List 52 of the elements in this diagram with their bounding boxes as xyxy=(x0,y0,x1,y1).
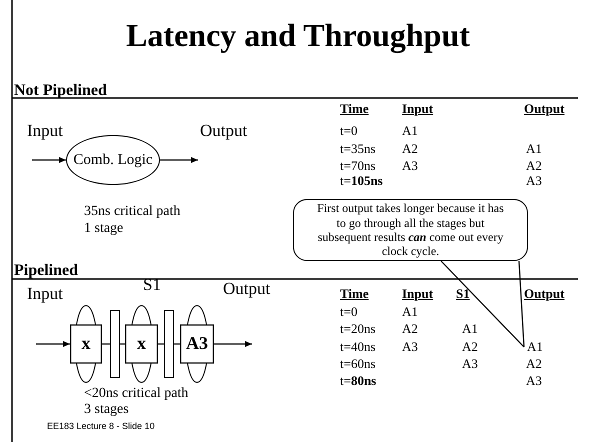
register-bar xyxy=(110,310,120,378)
arrow xyxy=(32,157,66,163)
speech-bubble: First output takes longer because it has to go through all the stages but subsequent results can come out every clock cycle. xyxy=(293,199,528,261)
column-header: Input xyxy=(402,102,434,116)
table-cell: A1 xyxy=(525,339,545,355)
table-cell: A2 xyxy=(526,357,542,372)
arrow xyxy=(36,341,70,347)
signal-label: Input xyxy=(27,122,63,141)
table-cell: A2 xyxy=(462,340,478,354)
note-text: <20ns critical path xyxy=(84,386,188,402)
table-cell: A2 xyxy=(402,142,418,156)
signal-label: Input xyxy=(27,285,63,304)
callout-pointer xyxy=(440,260,525,348)
table-cell: A1 xyxy=(402,305,418,320)
register-bar xyxy=(164,310,174,378)
section-heading: Pipelined xyxy=(14,262,78,280)
table-cell: A1 xyxy=(462,322,478,336)
footer-text: EE183 Lecture 8 - Slide 10 xyxy=(47,422,155,432)
table-cell: A3 xyxy=(462,357,478,372)
arrow xyxy=(160,157,198,163)
table-cell: A3 xyxy=(402,159,418,174)
table-cell: t=70ns xyxy=(340,159,376,174)
note-text: 1 stage xyxy=(84,221,124,236)
column-header: Output xyxy=(524,287,564,302)
table-cell: t=40ns xyxy=(340,340,376,354)
table-cell: t=60ns xyxy=(340,357,376,372)
table-cell: A2 xyxy=(402,322,418,336)
table-cell: A3 xyxy=(402,340,418,354)
column-header: Time xyxy=(340,102,369,116)
table-cell: t=0 xyxy=(340,305,358,320)
table-cell: A1 xyxy=(402,124,418,138)
column-header: S1 xyxy=(456,287,470,302)
slide-title: Latency and Throughput xyxy=(125,18,471,54)
table-cell: t=80ns xyxy=(340,374,376,388)
note-text: 3 stages xyxy=(84,402,129,418)
arrow xyxy=(214,341,252,347)
section-heading: Not Pipelined xyxy=(14,82,107,100)
table-cell: A3 xyxy=(526,374,542,388)
table-cell: A2 xyxy=(526,159,542,174)
column-header: Time xyxy=(340,287,369,302)
table-cell: t=35ns xyxy=(340,142,376,156)
table-cell: t=0 xyxy=(340,124,358,138)
column-header: Input xyxy=(402,287,434,302)
note-text: 35ns critical path xyxy=(84,204,180,220)
logic-ellipse: Comb. Logic xyxy=(66,135,160,185)
table-cell: A1 xyxy=(526,142,542,156)
table-cell: t=105ns xyxy=(340,174,383,188)
table-cell: A3 xyxy=(526,174,542,188)
column-header: Output xyxy=(524,102,564,116)
signal-label: Output xyxy=(200,122,248,141)
table-cell: t=20ns xyxy=(340,322,376,336)
signal-label: Output xyxy=(223,280,270,299)
